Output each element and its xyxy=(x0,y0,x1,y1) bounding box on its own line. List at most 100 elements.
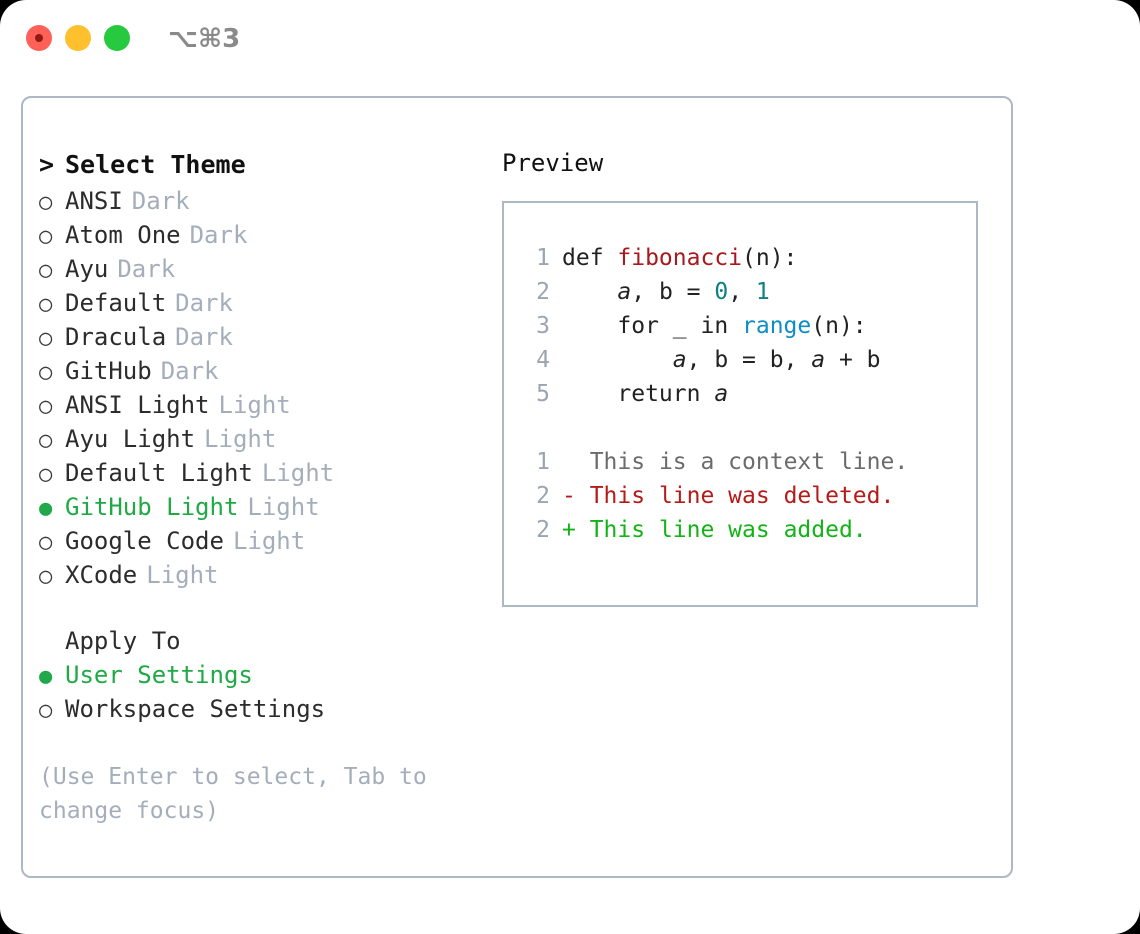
theme-variant-badge: Light xyxy=(218,391,291,419)
apply-to-header: ○Apply To xyxy=(39,624,489,658)
theme-variant-badge: Dark xyxy=(175,289,233,317)
theme-variant-badge: Dark xyxy=(175,323,233,351)
code-token: (n): xyxy=(742,245,798,271)
diff-text: This line was deleted. xyxy=(575,483,895,509)
theme-variant-badge: Light xyxy=(247,493,320,521)
theme-name: GitHub Light xyxy=(65,493,239,521)
theme-list-item[interactable]: ○ Dracula Dark xyxy=(39,320,489,354)
code-token: range xyxy=(742,313,812,339)
radio-unselected-icon[interactable]: ○ xyxy=(39,190,53,215)
apply-to-list: ● User Settings ○ Workspace Settings xyxy=(39,658,489,726)
diff-sign: + xyxy=(562,517,576,543)
theme-list-item[interactable]: ○ ANSI Dark xyxy=(39,184,489,218)
theme-name: Google Code xyxy=(65,527,224,555)
apply-to-option-label: Workspace Settings xyxy=(65,695,326,723)
close-window-button[interactable] xyxy=(26,25,52,51)
code-token: 0 xyxy=(714,279,729,305)
diff-line: 2+ This line was added. xyxy=(520,513,908,547)
select-theme-header-label: Select Theme xyxy=(65,150,246,179)
theme-name: XCode xyxy=(65,561,138,589)
radio-unselected-icon[interactable]: ○ xyxy=(39,394,53,419)
radio-selected-icon[interactable]: ● xyxy=(39,496,53,521)
apply-to-option-label: User Settings xyxy=(65,661,253,689)
code-token: (n): xyxy=(811,313,867,339)
select-theme-header: > Select Theme xyxy=(39,146,489,184)
theme-name: GitHub xyxy=(65,357,152,385)
code-line: 5 return a xyxy=(520,377,908,411)
code-token: a xyxy=(617,279,632,305)
theme-list-item[interactable]: ○ ANSI Light Light xyxy=(39,388,489,422)
code-token: return xyxy=(562,381,715,407)
radio-unselected-icon[interactable]: ○ xyxy=(39,530,53,555)
radio-unselected-icon[interactable]: ○ xyxy=(39,360,53,385)
code-token: a xyxy=(672,347,687,373)
radio-unselected-icon[interactable]: ○ xyxy=(39,326,53,351)
code-token: , b = b, xyxy=(686,347,812,373)
code-token: 1 xyxy=(755,279,770,305)
diff-sign: - xyxy=(562,483,576,509)
keyboard-hint: (Use Enter to select, Tab to change focu… xyxy=(39,764,441,824)
code-token: + b xyxy=(825,347,881,373)
theme-variant-badge: Light xyxy=(232,527,306,555)
code-token: for _ in xyxy=(562,313,743,339)
theme-list-item[interactable]: ○ Ayu Dark xyxy=(39,252,489,286)
maximize-window-button[interactable] xyxy=(104,25,130,51)
theme-variant-badge: Dark xyxy=(160,357,219,385)
theme-name: Ayu Light xyxy=(65,425,196,453)
code-token: def xyxy=(562,245,618,271)
code-line: 4 a, b = b, a + b xyxy=(520,343,908,377)
theme-variant-badge: Light xyxy=(146,561,219,589)
diff-text: This line was added. xyxy=(575,517,867,543)
theme-variant-badge: Dark xyxy=(117,255,176,283)
theme-variant-badge: Dark xyxy=(131,187,190,215)
radio-unselected-icon[interactable]: ○ xyxy=(39,292,53,317)
preview-label: Preview xyxy=(502,149,604,177)
title-bar: ⌥⌘3 xyxy=(0,0,1140,78)
line-number: 5 xyxy=(536,381,550,407)
code-token: a xyxy=(714,381,729,407)
apply-to-option[interactable]: ○ Workspace Settings xyxy=(39,692,489,726)
theme-name: Ayu xyxy=(65,255,109,283)
apply-to-option[interactable]: ● User Settings xyxy=(39,658,489,692)
diff-text: This is a context line. xyxy=(575,449,909,475)
line-number: 4 xyxy=(536,347,550,373)
theme-name: Default xyxy=(65,289,167,317)
theme-name: Dracula xyxy=(65,323,167,351)
radio-unselected-icon[interactable]: ○ xyxy=(39,258,53,283)
theme-variant-badge: Dark xyxy=(189,221,248,249)
radio-unselected-icon[interactable]: ○ xyxy=(39,428,53,453)
line-number: 3 xyxy=(536,313,550,339)
minimize-window-button[interactable] xyxy=(65,25,91,51)
code-token: fibonacci xyxy=(617,245,743,271)
diff-line: 2- This line was deleted. xyxy=(520,479,908,513)
radio-unselected-icon[interactable]: ○ xyxy=(39,224,53,249)
code-token: , xyxy=(728,279,756,305)
radio-unselected-icon[interactable]: ○ xyxy=(39,564,53,589)
diff-line-number: 2 xyxy=(536,483,550,509)
theme-name: ANSI Light xyxy=(65,391,210,419)
theme-list-item[interactable]: ○ XCode Light xyxy=(39,558,489,592)
section-spacer xyxy=(39,592,489,624)
radio-selected-icon[interactable]: ● xyxy=(39,664,53,689)
code-token xyxy=(562,343,673,377)
line-number: 1 xyxy=(536,245,550,271)
theme-list-item[interactable]: ● GitHub Light Light xyxy=(39,490,489,524)
radio-unselected-icon[interactable]: ○ xyxy=(39,698,53,723)
theme-list-item[interactable]: ○ Google Code Light xyxy=(39,524,489,558)
cursor-caret-icon: > xyxy=(39,150,55,179)
window-controls xyxy=(26,25,130,51)
theme-name: ANSI xyxy=(65,187,123,215)
code-token: = xyxy=(672,279,715,305)
theme-name: Default Light xyxy=(65,459,253,487)
theme-list-item[interactable]: ○ Default Dark xyxy=(39,286,489,320)
radio-unselected-icon[interactable]: ○ xyxy=(39,462,53,487)
theme-list-item[interactable]: ○ GitHub Dark xyxy=(39,354,489,388)
